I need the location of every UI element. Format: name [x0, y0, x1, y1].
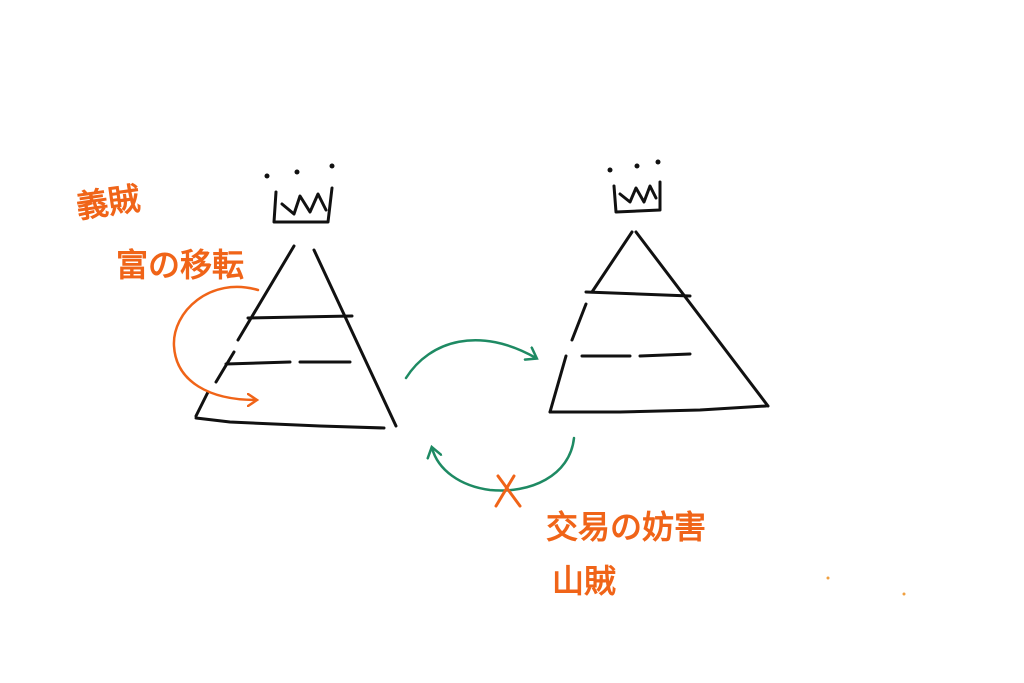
right-title: 交易の妨害: [546, 508, 706, 546]
x-mark-icon: [494, 474, 522, 508]
left-subtitle: 富の移転: [116, 246, 244, 284]
left-pyramid: [194, 163, 398, 430]
speck: [826, 576, 830, 580]
right-pyramid: [548, 159, 770, 414]
speck: [902, 592, 906, 596]
left-title: 義賊: [74, 179, 143, 226]
right-subtitle: 山賊: [552, 562, 616, 600]
crown-icon: [607, 159, 662, 214]
trade-arrow-forward: [404, 338, 536, 380]
crown-icon: [264, 163, 335, 224]
wealth-transfer-arrow: [172, 285, 258, 400]
trade-arrow-back: [432, 436, 576, 492]
